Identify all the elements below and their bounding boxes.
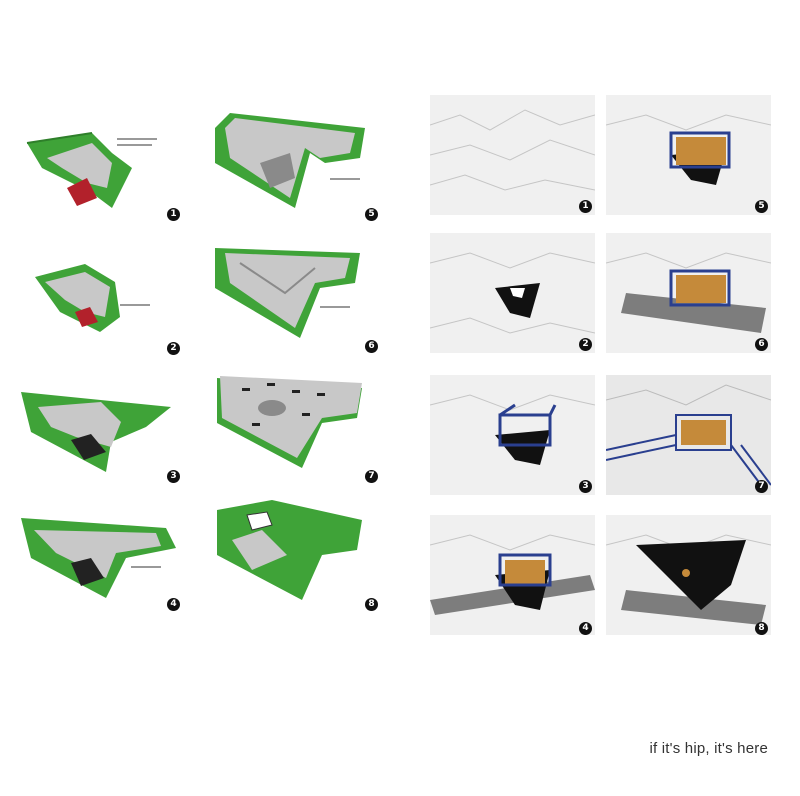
right-step-8-badge: 8 bbox=[755, 622, 768, 635]
right-render-4 bbox=[430, 515, 595, 635]
right-render-6 bbox=[606, 233, 771, 353]
right-render-7 bbox=[606, 375, 771, 495]
left-diagram-3 bbox=[16, 382, 176, 472]
left-diagram-5 bbox=[210, 108, 375, 208]
left-step-6-badge: 6 bbox=[365, 340, 378, 353]
right-step-3-badge: 3 bbox=[579, 480, 592, 493]
right-render-5 bbox=[606, 95, 771, 215]
left-diagram-2 bbox=[30, 262, 170, 342]
right-step-7-badge: 7 bbox=[755, 480, 768, 493]
site-credit: if it's hip, it's here bbox=[649, 740, 768, 757]
right-step-2-badge: 2 bbox=[579, 338, 592, 351]
right-step-1-badge: 1 bbox=[579, 200, 592, 213]
left-diagram-4 bbox=[16, 508, 186, 598]
right-step-5-badge: 5 bbox=[755, 200, 768, 213]
right-step-6-badge: 6 bbox=[755, 338, 768, 351]
left-step-1-badge: 1 bbox=[167, 208, 180, 221]
left-diagram-1 bbox=[22, 128, 172, 218]
right-render-2 bbox=[430, 233, 595, 353]
left-diagram-6 bbox=[210, 238, 370, 338]
left-step-4-badge: 4 bbox=[167, 598, 180, 611]
right-step-4-badge: 4 bbox=[579, 622, 592, 635]
left-step-5-badge: 5 bbox=[365, 208, 378, 221]
left-step-2-badge: 2 bbox=[167, 342, 180, 355]
left-step-8-badge: 8 bbox=[365, 598, 378, 611]
left-step-7-badge: 7 bbox=[365, 470, 378, 483]
left-step-3-badge: 3 bbox=[167, 470, 180, 483]
left-diagram-7 bbox=[212, 368, 372, 468]
right-render-3 bbox=[430, 375, 595, 495]
right-render-8 bbox=[606, 515, 771, 635]
right-render-1 bbox=[430, 95, 595, 215]
left-diagram-8 bbox=[212, 500, 372, 600]
